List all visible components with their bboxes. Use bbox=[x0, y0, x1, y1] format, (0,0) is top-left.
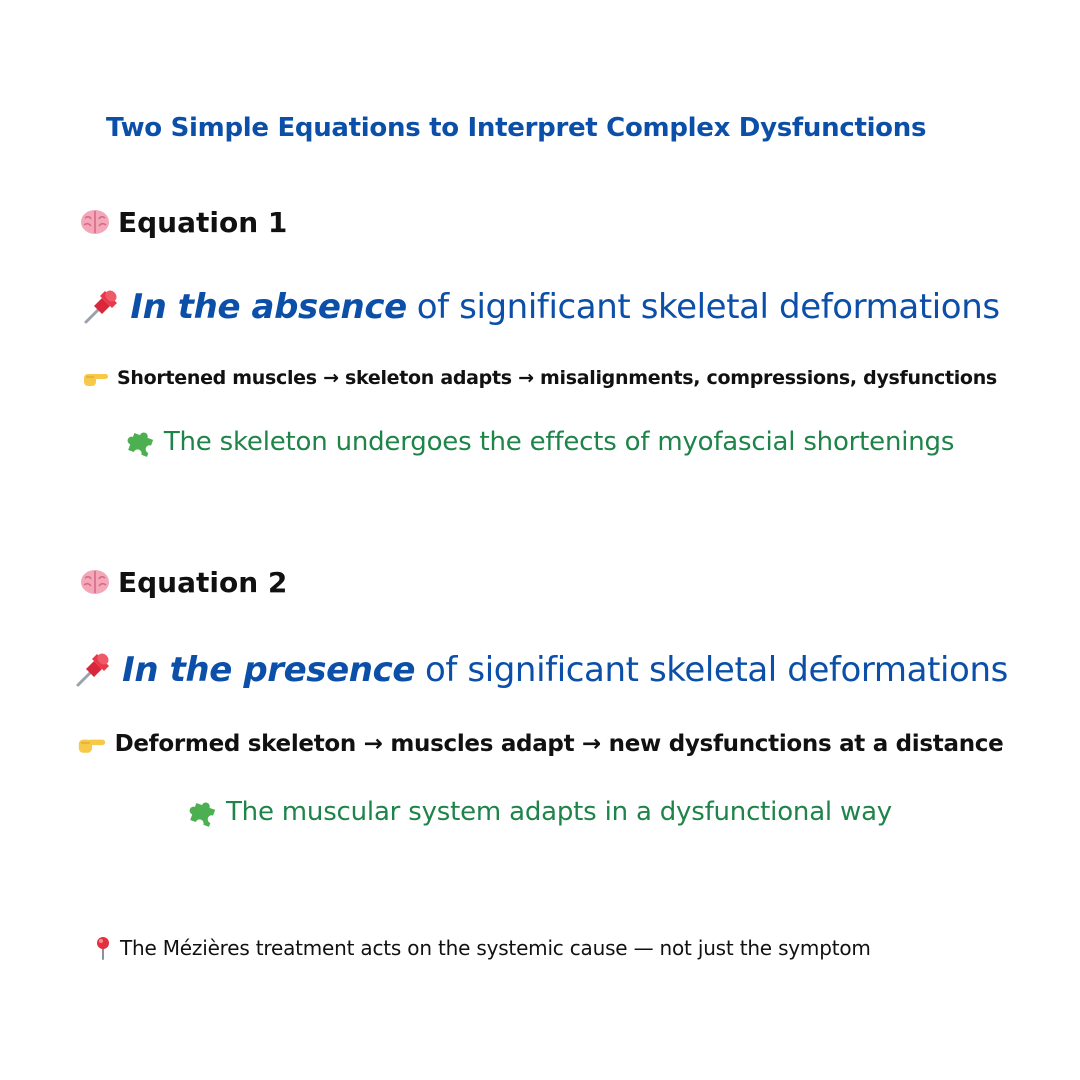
puzzle-piece-icon bbox=[126, 427, 156, 457]
equation-2-premise: In the presence of significant skeletal … bbox=[0, 645, 1080, 695]
equation-2-conclusion-text: The muscular system adapts in a dysfunct… bbox=[225, 797, 892, 827]
equation-1-conclusion-text: The skeleton undergoes the effects of my… bbox=[163, 427, 955, 457]
equation-2-chain-text: Deformed skeleton → muscles adapt → new … bbox=[114, 731, 1004, 757]
puzzle-piece-icon bbox=[188, 797, 218, 827]
brain-icon bbox=[80, 568, 110, 596]
equation-1-chain: Shortened muscles → skeleton adapts → mi… bbox=[0, 362, 1080, 394]
round-pushpin-icon bbox=[94, 936, 112, 960]
pointing-hand-icon bbox=[83, 368, 109, 388]
equation-1-heading: Equation 1 bbox=[0, 200, 1080, 244]
pushpin-icon bbox=[80, 286, 122, 328]
equation-2-premise-rest: of significant skeletal deformations bbox=[425, 650, 1008, 690]
equation-1-premise-rest: of significant skeletal deformations bbox=[416, 287, 1000, 327]
equation-1-premise: In the absence of significant skeletal d… bbox=[0, 282, 1080, 332]
equation-2-label: Equation 2 bbox=[118, 565, 288, 599]
equation-1-chain-text: Shortened muscles → skeleton adapts → mi… bbox=[117, 367, 997, 389]
equation-1-conclusion: The skeleton undergoes the effects of my… bbox=[0, 422, 1080, 462]
footer-note: The Mézières treatment acts on the syste… bbox=[0, 932, 1080, 964]
brain-icon bbox=[80, 208, 110, 236]
equation-2-chain: Deformed skeleton → muscles adapt → new … bbox=[0, 726, 1080, 762]
equation-1-label: Equation 1 bbox=[118, 205, 288, 239]
pointing-hand-icon bbox=[77, 733, 107, 755]
footer-text: The Mézières treatment acts on the syste… bbox=[120, 936, 871, 960]
equation-2-premise-emphasis: In the presence bbox=[122, 650, 416, 690]
equation-1-premise-emphasis: In the absence bbox=[130, 287, 407, 327]
equation-2-heading: Equation 2 bbox=[0, 560, 1080, 604]
equation-2-conclusion: The muscular system adapts in a dysfunct… bbox=[0, 792, 1080, 832]
pushpin-icon bbox=[72, 649, 114, 691]
page-title: Two Simple Equations to Interpret Comple… bbox=[106, 113, 927, 143]
